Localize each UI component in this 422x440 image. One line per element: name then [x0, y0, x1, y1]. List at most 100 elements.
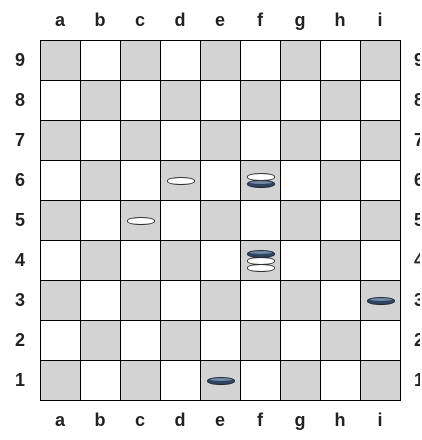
square-a7[interactable] — [40, 120, 81, 161]
square-c6[interactable] — [120, 160, 161, 201]
square-h5[interactable] — [320, 200, 361, 241]
square-g4[interactable] — [280, 240, 321, 281]
square-c3[interactable] — [120, 280, 161, 321]
square-g8[interactable] — [280, 80, 321, 121]
piece-stack-e1[interactable] — [201, 361, 241, 401]
square-b6[interactable] — [80, 160, 121, 201]
square-a4[interactable] — [40, 240, 81, 281]
square-g7[interactable] — [280, 120, 321, 161]
square-c2[interactable] — [120, 320, 161, 361]
piece-stack-i3[interactable] — [361, 281, 401, 321]
rank-label-left-9: 9 — [0, 40, 40, 80]
square-e9[interactable] — [200, 40, 241, 81]
square-a3[interactable] — [40, 280, 81, 321]
square-c8[interactable] — [120, 80, 161, 121]
square-d5[interactable] — [160, 200, 201, 241]
square-g2[interactable] — [280, 320, 321, 361]
square-i6[interactable] — [360, 160, 401, 201]
square-b9[interactable] — [80, 40, 121, 81]
square-i4[interactable] — [360, 240, 401, 281]
square-e6[interactable] — [200, 160, 241, 201]
rank-label-right-2: 2 — [414, 320, 420, 360]
square-c7[interactable] — [120, 120, 161, 161]
square-i8[interactable] — [360, 80, 401, 121]
square-c4[interactable] — [120, 240, 161, 281]
rank-label-right-5: 5 — [414, 200, 420, 240]
square-f2[interactable] — [240, 320, 281, 361]
rank-label-left-8: 8 — [0, 80, 40, 120]
square-a1[interactable] — [40, 360, 81, 401]
file-label-top-f: f — [240, 0, 280, 40]
square-i5[interactable] — [360, 200, 401, 241]
square-h8[interactable] — [320, 80, 361, 121]
white-piece-disc — [247, 173, 275, 181]
rank-label-right-7: 7 — [414, 120, 420, 160]
square-i1[interactable] — [360, 360, 401, 401]
square-g1[interactable] — [280, 360, 321, 401]
square-b3[interactable] — [80, 280, 121, 321]
square-h6[interactable] — [320, 160, 361, 201]
square-g6[interactable] — [280, 160, 321, 201]
square-d2[interactable] — [160, 320, 201, 361]
piece-stack-f4[interactable] — [241, 241, 281, 281]
square-f8[interactable] — [240, 80, 281, 121]
square-b4[interactable] — [80, 240, 121, 281]
square-g5[interactable] — [280, 200, 321, 241]
square-a5[interactable] — [40, 200, 81, 241]
square-h9[interactable] — [320, 40, 361, 81]
square-h2[interactable] — [320, 320, 361, 361]
square-e4[interactable] — [200, 240, 241, 281]
rank-label-right-1: 1 — [414, 360, 420, 400]
square-e3[interactable] — [200, 280, 241, 321]
square-f9[interactable] — [240, 40, 281, 81]
square-a8[interactable] — [40, 80, 81, 121]
rank-label-left-2: 2 — [0, 320, 40, 360]
file-label-bottom-b: b — [80, 400, 120, 440]
square-h7[interactable] — [320, 120, 361, 161]
square-a9[interactable] — [40, 40, 81, 81]
square-i9[interactable] — [360, 40, 401, 81]
square-d4[interactable] — [160, 240, 201, 281]
square-b7[interactable] — [80, 120, 121, 161]
piece-stack-c5[interactable] — [121, 201, 161, 241]
square-c1[interactable] — [120, 360, 161, 401]
dark-piece-disc — [207, 377, 235, 385]
square-a6[interactable] — [40, 160, 81, 201]
rank-label-right-3: 3 — [414, 280, 420, 320]
square-f3[interactable] — [240, 280, 281, 321]
square-f5[interactable] — [240, 200, 281, 241]
square-b5[interactable] — [80, 200, 121, 241]
square-h4[interactable] — [320, 240, 361, 281]
dark-piece-disc — [367, 297, 395, 305]
piece-stack-f6[interactable] — [241, 161, 281, 201]
square-d8[interactable] — [160, 80, 201, 121]
square-d1[interactable] — [160, 360, 201, 401]
rank-label-left-5: 5 — [0, 200, 40, 240]
file-label-bottom-a: a — [40, 400, 80, 440]
square-i2[interactable] — [360, 320, 401, 361]
square-f1[interactable] — [240, 360, 281, 401]
square-f7[interactable] — [240, 120, 281, 161]
square-d3[interactable] — [160, 280, 201, 321]
square-e2[interactable] — [200, 320, 241, 361]
square-d9[interactable] — [160, 40, 201, 81]
file-label-bottom-d: d — [160, 400, 200, 440]
square-g9[interactable] — [280, 40, 321, 81]
square-g3[interactable] — [280, 280, 321, 321]
square-b2[interactable] — [80, 320, 121, 361]
rank-label-right-8: 8 — [414, 80, 420, 120]
rank-label-left-7: 7 — [0, 120, 40, 160]
square-b8[interactable] — [80, 80, 121, 121]
square-a2[interactable] — [40, 320, 81, 361]
square-i7[interactable] — [360, 120, 401, 161]
square-e8[interactable] — [200, 80, 241, 121]
square-e7[interactable] — [200, 120, 241, 161]
file-label-bottom-e: e — [200, 400, 240, 440]
piece-stack-d6[interactable] — [161, 161, 201, 201]
square-d7[interactable] — [160, 120, 201, 161]
square-e5[interactable] — [200, 200, 241, 241]
square-h3[interactable] — [320, 280, 361, 321]
square-c9[interactable] — [120, 40, 161, 81]
square-b1[interactable] — [80, 360, 121, 401]
square-h1[interactable] — [320, 360, 361, 401]
